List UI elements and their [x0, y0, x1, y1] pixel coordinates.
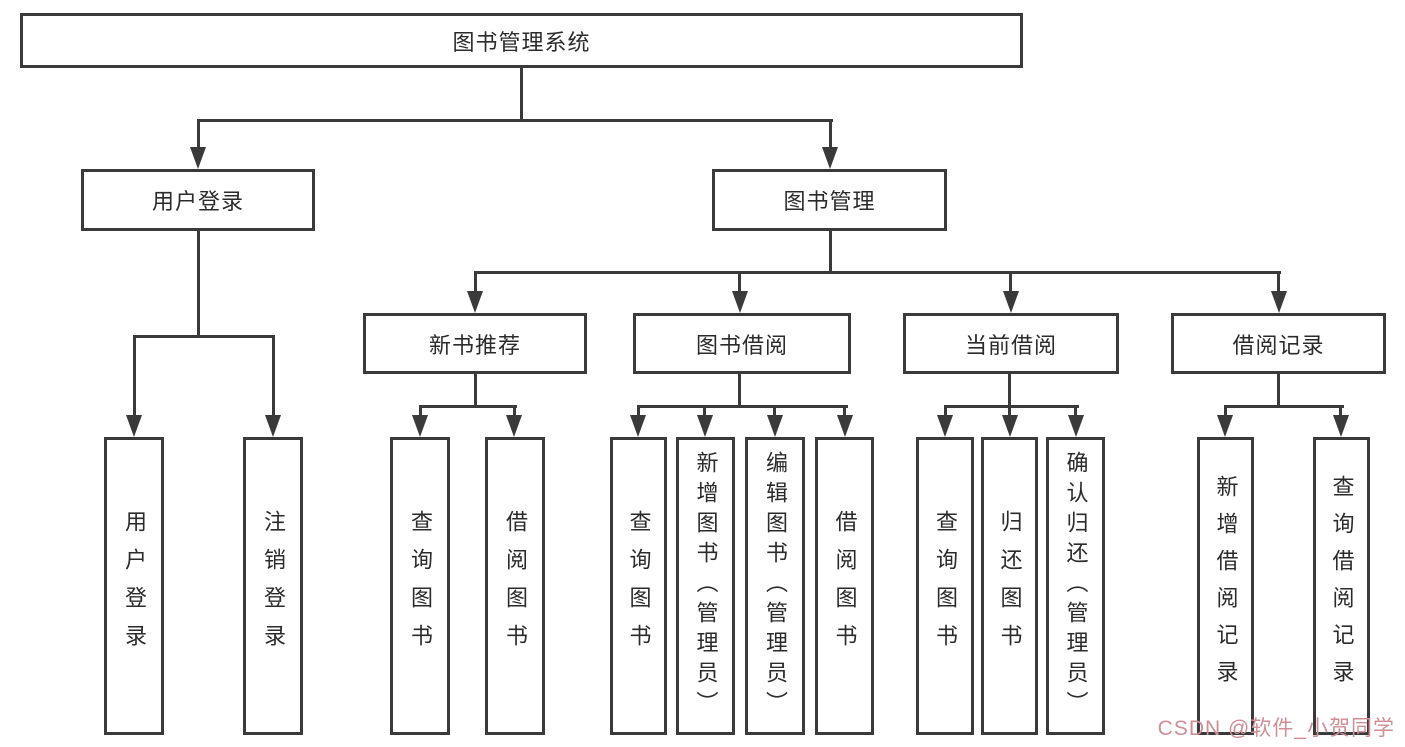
- arrow-down-icon: [822, 147, 838, 169]
- connector-line: [773, 408, 776, 416]
- connector-line: [133, 338, 136, 415]
- leaf-user-login-label: 用户登录: [122, 510, 147, 662]
- connector-line: [637, 408, 640, 416]
- arrow-down-icon: [506, 415, 522, 437]
- leaf-return-books-label: 归还图书: [997, 510, 1023, 662]
- connector-line: [738, 374, 741, 406]
- connector-line: [944, 408, 947, 416]
- connector-line: [829, 231, 832, 271]
- connector-line: [419, 408, 422, 416]
- arrow-down-icon: [265, 415, 281, 437]
- arrow-down-icon: [767, 415, 783, 437]
- leaf-borrow-books-recommend: 借阅图书: [485, 437, 545, 735]
- connector-line: [1339, 408, 1342, 416]
- arrow-down-icon: [732, 291, 748, 313]
- leaf-logout-label: 注销登录: [261, 510, 286, 662]
- node-book-borrow: 图书借阅: [633, 313, 851, 374]
- leaf-query-borrow-record-label: 查询借阅记录: [1329, 475, 1355, 697]
- node-root: 图书管理系统: [20, 13, 1023, 68]
- node-borrow-records: 借阅记录: [1171, 313, 1386, 374]
- leaf-query-books-recommend-label: 查询图书: [408, 510, 433, 662]
- leaf-add-borrow-record: 新增借阅记录: [1197, 437, 1254, 735]
- connector-line: [474, 374, 477, 406]
- connector-line: [738, 274, 741, 293]
- leaf-add-books-admin-label: 新增图书（管理员）: [693, 451, 719, 721]
- connector-line: [637, 405, 848, 408]
- connector-line: [944, 405, 1079, 408]
- connector-line: [133, 335, 275, 338]
- arrow-down-icon: [1003, 291, 1019, 313]
- node-book-management-label: 图书管理: [783, 189, 876, 214]
- connector-line: [1008, 408, 1011, 416]
- leaf-borrow-books-recommend-label: 借阅图书: [503, 510, 528, 662]
- connector-line: [197, 119, 833, 122]
- connector-line: [829, 122, 832, 149]
- connector-line: [1224, 408, 1227, 416]
- leaf-query-books-current-label: 查询图书: [933, 510, 958, 662]
- arrow-down-icon: [126, 415, 142, 437]
- leaf-edit-books-admin: 编辑图书（管理员）: [745, 437, 805, 735]
- node-new-book-recommend-label: 新书推荐: [428, 332, 521, 358]
- connector-line: [1277, 374, 1280, 406]
- arrow-down-icon: [1068, 415, 1084, 437]
- arrow-down-icon: [1002, 415, 1018, 437]
- node-book-borrow-label: 图书借阅: [695, 332, 788, 358]
- leaf-query-borrow-record: 查询借阅记录: [1313, 437, 1370, 735]
- connector-line: [520, 68, 523, 120]
- node-current-borrow: 当前借阅: [903, 313, 1119, 374]
- leaf-edit-books-admin-label: 编辑图书（管理员）: [763, 451, 788, 721]
- connector-line: [474, 274, 477, 293]
- leaf-borrow-books: 借阅图书: [815, 437, 874, 735]
- connector-line: [272, 338, 275, 415]
- connector-line: [419, 405, 517, 408]
- connector-line: [1224, 405, 1344, 408]
- node-borrow-records-label: 借阅记录: [1232, 332, 1325, 358]
- leaf-query-books-current: 查询图书: [916, 437, 974, 735]
- leaf-logout: 注销登录: [243, 437, 303, 735]
- leaf-query-books-borrow-label: 查询图书: [626, 510, 652, 662]
- arrow-down-icon: [697, 415, 713, 437]
- leaf-add-books-admin: 新增图书（管理员）: [676, 437, 735, 735]
- node-new-book-recommend: 新书推荐: [363, 313, 587, 374]
- node-root-label: 图书管理系统: [452, 29, 591, 55]
- node-current-borrow-label: 当前借阅: [964, 332, 1057, 358]
- arrow-down-icon: [1333, 415, 1349, 437]
- node-user-login-label: 用户登录: [151, 189, 244, 214]
- leaf-borrow-books-label: 借阅图书: [832, 510, 858, 662]
- connector-line: [513, 408, 516, 416]
- leaf-confirm-return-admin-label: 确认归还（管理员）: [1063, 451, 1089, 721]
- arrow-down-icon: [1217, 415, 1233, 437]
- connector-line: [1009, 274, 1012, 293]
- arrow-down-icon: [1271, 291, 1287, 313]
- connector-line: [1074, 408, 1077, 416]
- arrow-down-icon: [412, 415, 428, 437]
- leaf-query-books-borrow: 查询图书: [610, 437, 667, 735]
- leaf-add-borrow-record-label: 新增借阅记录: [1213, 475, 1239, 697]
- arrow-down-icon: [837, 415, 853, 437]
- leaf-confirm-return-admin: 确认归还（管理员）: [1046, 437, 1105, 735]
- arrow-down-icon: [190, 147, 206, 169]
- arrow-down-icon: [467, 291, 483, 313]
- connector-line: [197, 231, 200, 336]
- connector-line: [843, 408, 846, 416]
- connector-line: [1277, 274, 1280, 293]
- leaf-query-books-recommend: 查询图书: [390, 437, 450, 735]
- node-book-management: 图书管理: [712, 169, 947, 231]
- connector-line: [474, 271, 1281, 274]
- connector-line: [703, 408, 706, 416]
- connector-line: [197, 122, 200, 149]
- connector-line: [1008, 374, 1011, 406]
- arrow-down-icon: [937, 415, 953, 437]
- arrow-down-icon: [630, 415, 646, 437]
- leaf-user-login: 用户登录: [104, 437, 164, 735]
- node-user-login: 用户登录: [81, 169, 315, 231]
- leaf-return-books: 归还图书: [981, 437, 1038, 735]
